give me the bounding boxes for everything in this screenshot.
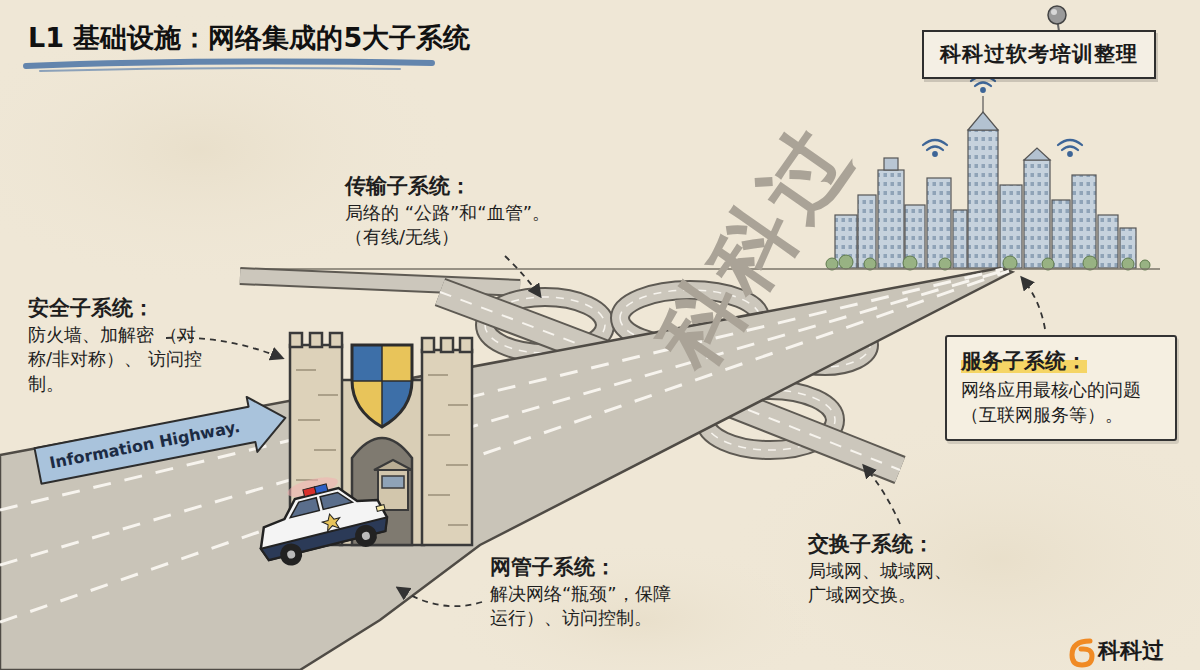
callout-body: 解决网络“瓶颈”，保障 运行）、访问控制。 <box>490 582 675 631</box>
callout-heading: 交换子系统： <box>808 530 934 558</box>
main-highway <box>0 268 1012 670</box>
title-underline <box>26 62 432 66</box>
leader-line <box>166 256 1045 606</box>
wifi-icon <box>923 76 1082 156</box>
callout-heading: 服务子系统： <box>961 347 1161 375</box>
logo-text: 科科过 <box>1098 636 1164 666</box>
callout-body: 网络应用最核心的问题 （互联网服务等）。 <box>961 378 1161 427</box>
police-car <box>248 464 393 572</box>
callout-body: 局域网、城域网、 广域网交换。 <box>808 559 968 608</box>
heading-highlight: 服务子系统： <box>961 349 1087 373</box>
sign-arrow-outline <box>33 390 291 493</box>
trees <box>826 255 1150 270</box>
note-text: 科科过软考培训整理 <box>940 41 1138 68</box>
callout-body: 防火墙、加解密 （对称/非对称）、 访问控制。 <box>28 323 203 396</box>
callout-body: 局络的 “公路”和“血管”。 （有线/无线） <box>345 201 565 250</box>
callout-heading: 安全子系统： <box>28 294 154 322</box>
title-underline <box>40 68 400 71</box>
shield-emblem <box>350 343 414 429</box>
callout-box: 服务子系统： 网络应用最核心的问题 （互联网服务等）。 <box>945 335 1177 441</box>
callout-heading: 网管子系统： <box>490 553 616 581</box>
city-skyline <box>835 96 1136 268</box>
note-box: 科科过软考培训整理 <box>922 30 1156 79</box>
callout-heading: 传输子系统： <box>345 172 471 200</box>
logo-icon <box>1072 641 1092 665</box>
title-text: L1 基础设施：网络集成的5大子系统 <box>28 20 470 56</box>
